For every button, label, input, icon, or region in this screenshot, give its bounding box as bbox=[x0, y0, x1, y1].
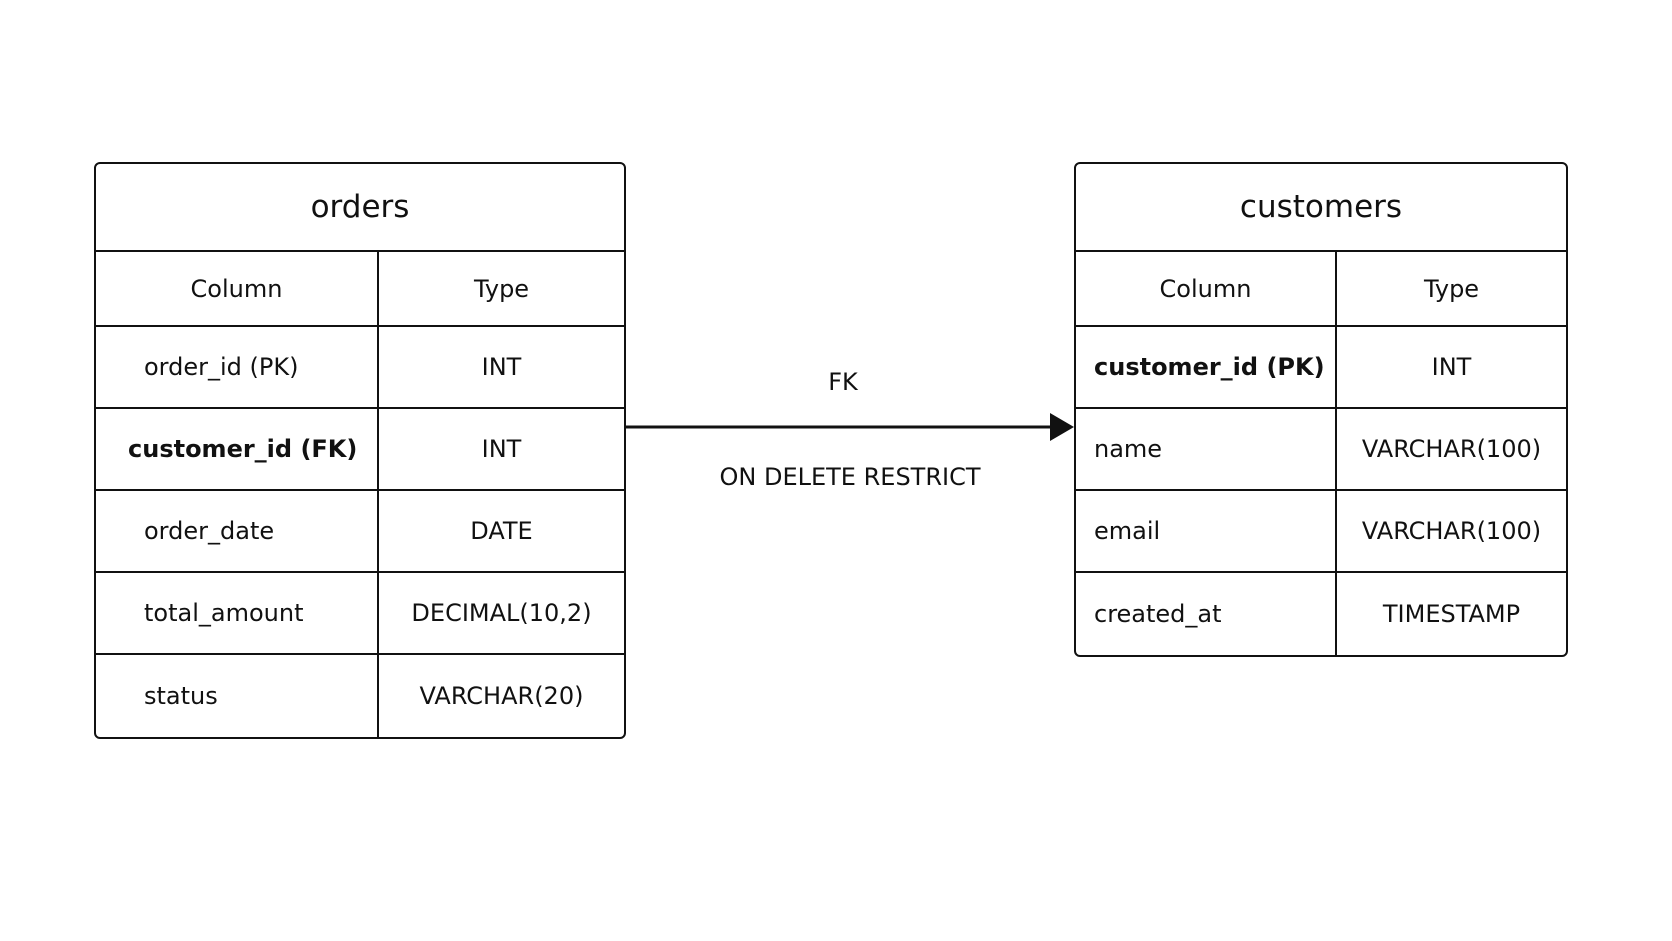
customers-table-title: customers bbox=[1076, 164, 1566, 252]
customers-header-row: Column Type bbox=[1076, 252, 1566, 327]
customers-type-header: Type bbox=[1423, 274, 1480, 303]
orders-type-header: Type bbox=[473, 274, 530, 303]
table-row: name VARCHAR(100) bbox=[1076, 409, 1566, 491]
orders-status-name: status bbox=[96, 655, 379, 737]
orders-column-header: Column bbox=[96, 252, 379, 325]
customers-customer-id-type: INT bbox=[1431, 353, 1472, 381]
table-row: created_at TIMESTAMP bbox=[1076, 573, 1566, 655]
customers-email-type: VARCHAR(100) bbox=[1361, 517, 1542, 545]
orders-header-row: Column Type bbox=[96, 252, 624, 327]
customers-name-name: name bbox=[1076, 409, 1337, 489]
orders-order-id-type: INT bbox=[481, 353, 522, 381]
orders-order-date-type: DATE bbox=[470, 517, 533, 545]
table-row: status VARCHAR(20) bbox=[96, 655, 624, 737]
orders-customer-id-type: INT bbox=[481, 435, 522, 463]
customers-created-at-name: created_at bbox=[1076, 573, 1337, 655]
relationship-label: FK bbox=[828, 368, 858, 396]
table-row: order_id (PK) INT bbox=[96, 327, 624, 409]
table-row: order_date DATE bbox=[96, 491, 624, 573]
customers-email-name: email bbox=[1076, 491, 1337, 571]
relationship-constraint: ON DELETE RESTRICT bbox=[719, 463, 981, 491]
orders-order-date-name: order_date bbox=[96, 491, 379, 571]
table-row: customer_id (PK) INT bbox=[1076, 327, 1566, 409]
orders-table: orders Column Type order_id (PK) INT cus… bbox=[94, 162, 626, 739]
orders-order-id-name: order_id (PK) bbox=[96, 327, 379, 407]
orders-customer-id-name: customer_id (FK) bbox=[96, 409, 379, 489]
orders-table-title: orders bbox=[96, 164, 624, 252]
customers-name-type: VARCHAR(100) bbox=[1361, 435, 1542, 463]
customers-table: customers Column Type customer_id (PK) I… bbox=[1074, 162, 1568, 657]
table-row: email VARCHAR(100) bbox=[1076, 491, 1566, 573]
customers-created-at-type: TIMESTAMP bbox=[1382, 600, 1521, 628]
customers-customer-id-name: customer_id (PK) bbox=[1076, 327, 1337, 407]
customers-column-header: Column bbox=[1076, 252, 1337, 325]
arrowhead-icon bbox=[1050, 413, 1074, 441]
orders-total-amount-name: total_amount bbox=[96, 573, 379, 653]
table-row: total_amount DECIMAL(10,2) bbox=[96, 573, 624, 655]
orders-status-type: VARCHAR(20) bbox=[419, 682, 584, 710]
table-row: customer_id (FK) INT bbox=[96, 409, 624, 491]
orders-total-amount-type: DECIMAL(10,2) bbox=[411, 599, 592, 627]
